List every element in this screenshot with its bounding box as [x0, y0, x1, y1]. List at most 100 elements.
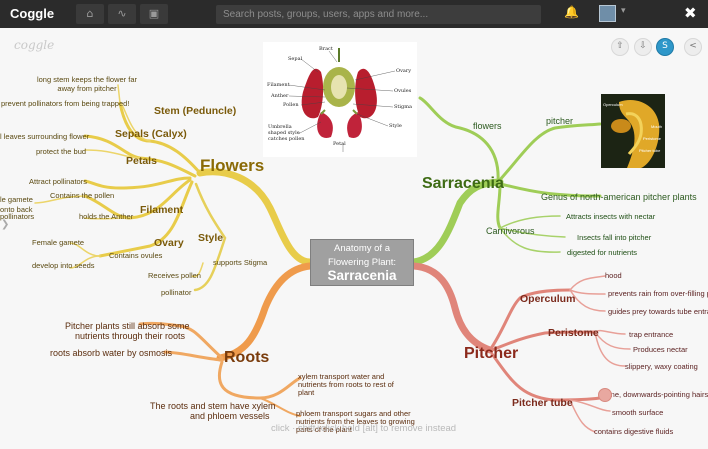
node-filament-5[interactable]: pollinators: [0, 212, 35, 221]
chevron-down-icon[interactable]: ▾: [621, 6, 626, 16]
node-filament-4[interactable]: onto back: [0, 205, 33, 214]
home-icon[interactable]: ⌂: [76, 4, 104, 24]
canvas-logo: coggle: [14, 38, 55, 52]
photo-label-tube: Pitcher tube: [639, 148, 661, 153]
node-petals[interactable]: Petals: [126, 155, 157, 167]
center-line-1: Anatomy of a: [334, 243, 390, 254]
bell-icon[interactable]: 🔔: [564, 5, 579, 19]
node-carnivorous[interactable]: Carnivorous: [486, 226, 535, 236]
flower-diagram-drawing: Bract Sepal Ovary Filament Ovules Anther…: [267, 46, 412, 152]
node-tube-1[interactable]: ine, downwards-pointing hairs: [609, 390, 708, 399]
node-style-1[interactable]: supports Stigma: [213, 258, 268, 267]
node-op-3[interactable]: guides prey towards tube entrance: [608, 307, 708, 316]
node-filament[interactable]: Filament: [140, 204, 184, 216]
upload-icon[interactable]: ⇧: [611, 38, 629, 56]
diagram-label-catches: catches pollen: [268, 136, 305, 142]
photo-label-mouth: Mouth: [651, 124, 662, 129]
pitcher-photo-drawing: Operculum Mouth Peristome Pitcher tube: [601, 94, 665, 168]
node-roots-4[interactable]: The roots and stem have xylem: [150, 401, 276, 411]
node-xylem-2[interactable]: nutrients from roots to rest of: [298, 380, 394, 389]
node-style-3[interactable]: pollinator: [161, 288, 192, 297]
node-filament-1[interactable]: Contains the pollen: [50, 191, 115, 200]
node-sepals-1[interactable]: l leaves surrounding flower: [0, 132, 90, 141]
node-style-2[interactable]: Receives pollen: [148, 271, 201, 280]
node-petals-1[interactable]: Attract pollinators: [29, 177, 87, 186]
node-pitcher[interactable]: Pitcher: [464, 345, 519, 362]
node-op-1[interactable]: hood: [605, 271, 622, 280]
expand-panel-icon[interactable]: ❯: [1, 219, 10, 230]
node-xylem-3[interactable]: plant: [298, 388, 315, 397]
node-per-3[interactable]: slippery, waxy coating: [625, 362, 698, 371]
node-ovary-2[interactable]: Contains ovules: [109, 251, 163, 260]
top-bar: Coggle ⌂ ∿ ▣ Search posts, groups, users…: [0, 0, 708, 28]
node-stem[interactable]: Stem (Peduncle): [154, 105, 237, 117]
center-node[interactable]: Anatomy of a Flowering Plant: Sarracenia: [310, 239, 414, 286]
node-phloem-3[interactable]: parts of the plant: [296, 425, 352, 434]
node-genus[interactable]: Genus of north-american pitcher plants: [541, 192, 697, 202]
photo-label-operculum: Operculum: [603, 102, 623, 107]
flower-diagram-image[interactable]: Bract Sepal Ovary Filament Ovules Anther…: [263, 42, 417, 157]
search-input[interactable]: Search posts, groups, users, apps and mo…: [216, 5, 541, 24]
node-filament-3[interactable]: le gamete: [0, 195, 33, 204]
photo-label-peristome: Peristome: [643, 136, 662, 141]
node-per-2[interactable]: Produces nectar: [633, 345, 688, 354]
diagram-label-ovules: Ovules: [394, 88, 412, 94]
node-operculum[interactable]: Operculum: [520, 293, 576, 305]
download-icon[interactable]: ⇩: [634, 38, 652, 56]
diagram-label-petal: Petal: [333, 141, 346, 147]
node-carn-1[interactable]: Attracts insects with nectar: [566, 212, 656, 221]
drag-cursor-icon[interactable]: [598, 388, 612, 402]
node-stem-1[interactable]: long stem keeps the flower far: [36, 75, 138, 84]
node-sarracenia[interactable]: Sarracenia: [422, 175, 504, 192]
collaborator-avatar[interactable]: S: [656, 38, 674, 56]
node-roots-1[interactable]: Pitcher plants still absorb some: [65, 321, 190, 331]
diagram-label-stigma: Stigma: [394, 104, 412, 110]
node-tube[interactable]: Pitcher tube: [512, 397, 573, 409]
node-op-2[interactable]: prevents rain from over-filling pitch: [608, 289, 708, 298]
diagram-label-pollen: Pollen: [283, 102, 299, 108]
avatar[interactable]: [599, 5, 616, 22]
node-ovary[interactable]: Ovary: [154, 237, 184, 249]
pitcher-photo-image[interactable]: Operculum Mouth Peristome Pitcher tube: [601, 94, 665, 168]
diagram-label-filament: Filament: [267, 82, 290, 88]
node-carn-3[interactable]: digested for nutrients: [567, 248, 638, 257]
node-pitcher-link[interactable]: pitcher: [546, 116, 574, 126]
briefcase-icon[interactable]: ▣: [140, 4, 168, 24]
app-brand[interactable]: Coggle: [10, 6, 55, 21]
node-roots-3[interactable]: roots absorb water by osmosis: [50, 348, 173, 358]
node-ovary-3[interactable]: develop into seeds: [32, 261, 95, 270]
node-carn-2[interactable]: Insects fall into pitcher: [577, 233, 652, 242]
node-xylem-1[interactable]: xylem transport water and: [298, 372, 385, 381]
node-roots-2[interactable]: nutrients through their roots: [75, 331, 186, 341]
node-flowers[interactable]: Flowers: [200, 156, 265, 175]
node-tube-2[interactable]: smooth surface: [612, 408, 664, 417]
diagram-label-anther: Anther: [270, 93, 289, 99]
node-tube-3[interactable]: contains digestive fluids: [594, 427, 674, 436]
diagram-label-umbrella: Umbrella: [268, 124, 292, 130]
node-per-1[interactable]: trap entrance: [629, 330, 674, 339]
center-line-3: Sarracenia: [327, 268, 397, 283]
diagram-label-shaped: shaped style: [268, 130, 300, 136]
close-icon[interactable]: ✖: [684, 4, 697, 22]
node-phloem-1[interactable]: phloem transport sugars and other: [296, 409, 411, 418]
node-flowers-link[interactable]: flowers: [473, 121, 502, 131]
center-line-2: Flowering Plant:: [327, 257, 397, 268]
share-icon[interactable]: <: [684, 38, 702, 56]
node-roots[interactable]: Roots: [224, 349, 270, 366]
diagram-label-style: Style: [389, 123, 402, 129]
node-phloem-2[interactable]: nutrients from the leaves to growing: [296, 417, 415, 426]
node-sepals-2[interactable]: protect the bud: [36, 147, 87, 156]
activity-icon[interactable]: ∿: [108, 4, 136, 24]
node-stem-2[interactable]: away from pitcher: [57, 84, 117, 93]
node-peristome[interactable]: Peristome: [548, 327, 599, 339]
node-filament-2[interactable]: holds the Anther: [79, 212, 134, 221]
node-roots-5[interactable]: and phloem vessels: [190, 411, 270, 421]
canvas-hint: click · shift+click hold [alt] to remove…: [271, 423, 457, 434]
diagram-label-sepal: Sepal: [288, 56, 303, 62]
diagram-label-ovary: Ovary: [396, 68, 411, 74]
node-style[interactable]: Style: [198, 232, 224, 244]
node-stem-3[interactable]: prevent pollinators from being trapped!: [1, 99, 130, 108]
node-sepals[interactable]: Sepals (Calyx): [115, 128, 187, 140]
node-ovary-1[interactable]: Female gamete: [32, 238, 85, 247]
mind-map-branches: [34, 84, 631, 433]
